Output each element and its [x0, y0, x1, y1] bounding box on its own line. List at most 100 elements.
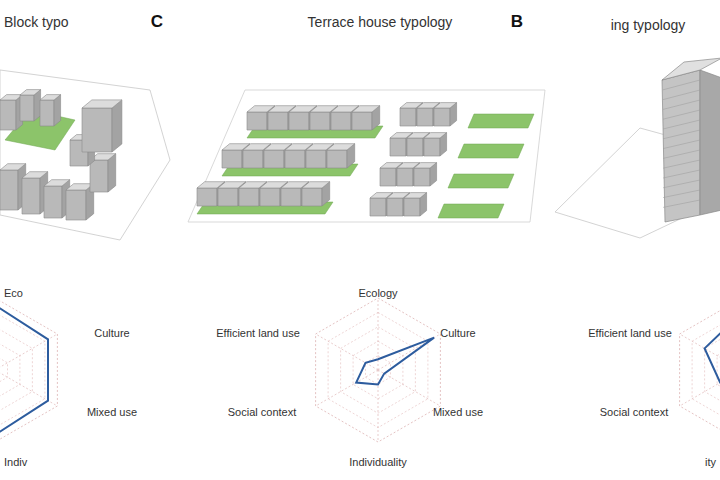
- building-roof: [44, 180, 70, 186]
- building-side: [108, 154, 116, 192]
- site-outline: [188, 90, 545, 222]
- radar-charts: [0, 298, 720, 442]
- site-outline: [0, 70, 170, 240]
- floor-line: [663, 110, 700, 119]
- tower-front: [662, 70, 700, 222]
- building-front: [387, 198, 403, 216]
- building-roof: [404, 193, 427, 198]
- building-front: [281, 188, 301, 206]
- building-front: [390, 138, 406, 156]
- floor-line: [663, 160, 700, 168]
- radar-grid: [0, 298, 57, 442]
- floor-line: [663, 90, 700, 100]
- building-front: [260, 188, 280, 206]
- building-front: [44, 186, 62, 218]
- floor-line: [663, 100, 700, 109]
- building-front: [352, 112, 372, 130]
- axis-label: Efficient land use: [216, 327, 300, 340]
- panel-heading: ing typology: [611, 17, 686, 33]
- building-front: [310, 112, 330, 130]
- building-roof: [327, 144, 355, 150]
- building-front: [22, 178, 40, 214]
- axis-label: Ecology: [358, 287, 397, 300]
- building-roof: [82, 100, 122, 108]
- building-front: [414, 168, 430, 186]
- building-front: [90, 160, 108, 192]
- garden: [438, 204, 504, 218]
- radar-axis: [316, 370, 378, 406]
- building-roof: [0, 95, 23, 100]
- tower-roof: [662, 58, 720, 80]
- building-front: [404, 198, 420, 216]
- garden: [458, 144, 524, 158]
- axis-label: Culture: [440, 327, 475, 340]
- building-front: [289, 112, 309, 130]
- floor-line: [663, 150, 700, 158]
- building-roof: [66, 184, 94, 190]
- building-roof: [434, 103, 457, 108]
- axis-label: ity: [705, 456, 716, 469]
- radar-grid: [0, 327, 32, 413]
- building-front: [434, 108, 450, 126]
- floor-line: [663, 140, 700, 149]
- building-front: [222, 150, 242, 168]
- building-roof: [20, 90, 41, 95]
- building-front: [424, 138, 440, 156]
- building-front: [247, 112, 267, 130]
- axis-label: Culture: [94, 327, 129, 340]
- building-front: [306, 150, 326, 168]
- building-front: [264, 150, 284, 168]
- building-roof: [424, 133, 447, 138]
- radar-axis: [680, 370, 720, 406]
- building-front: [331, 112, 351, 130]
- radar-series: [705, 312, 720, 406]
- building-blocks: [0, 58, 720, 222]
- building-front: [218, 188, 238, 206]
- panel-heading: C: [151, 12, 163, 32]
- axis-label: Social context: [600, 406, 668, 419]
- axis-label: Individuality: [349, 456, 406, 469]
- floor-line: [663, 180, 700, 188]
- building-roof: [22, 172, 48, 178]
- building-front: [243, 150, 263, 168]
- building-front: [285, 150, 305, 168]
- axis-label: Mixed use: [433, 406, 483, 419]
- garden: [448, 174, 514, 188]
- radar-grid: [0, 356, 8, 385]
- axis-label: Efficient land use: [588, 327, 672, 340]
- radar-axis: [378, 370, 379, 442]
- building-front: [380, 168, 396, 186]
- building-side: [112, 100, 122, 152]
- building-front: [327, 150, 347, 168]
- building-roof: [414, 163, 437, 168]
- building-front: [302, 188, 322, 206]
- axis-label: Social context: [228, 406, 296, 419]
- floor-line: [663, 130, 700, 139]
- building-front: [407, 138, 423, 156]
- building-front: [197, 188, 217, 206]
- building-front: [400, 108, 416, 126]
- axis-label: Mixed use: [87, 406, 137, 419]
- radar-grid: [692, 312, 720, 427]
- floor-line: [663, 170, 700, 178]
- floor-line: [663, 190, 700, 198]
- building-front: [0, 100, 16, 130]
- radar-grid: [0, 341, 20, 399]
- radar-axis: [316, 334, 378, 370]
- floor-line: [663, 120, 700, 129]
- tower-side: [700, 70, 720, 215]
- building-roof: [0, 164, 26, 170]
- building-front: [20, 95, 34, 121]
- floor-line: [663, 80, 700, 90]
- floor-line: [663, 200, 700, 207]
- panel-heading: Terrace house typology: [308, 14, 453, 30]
- axis-label: Eco: [4, 287, 23, 300]
- site-ground: [0, 70, 720, 240]
- radar-grid: [0, 312, 45, 427]
- garden: [468, 114, 534, 128]
- building-roof: [40, 95, 61, 100]
- radar-grid: [717, 341, 720, 399]
- radar-axis: [378, 370, 440, 406]
- building-front: [82, 108, 112, 152]
- axis-label: Indiv: [4, 456, 27, 469]
